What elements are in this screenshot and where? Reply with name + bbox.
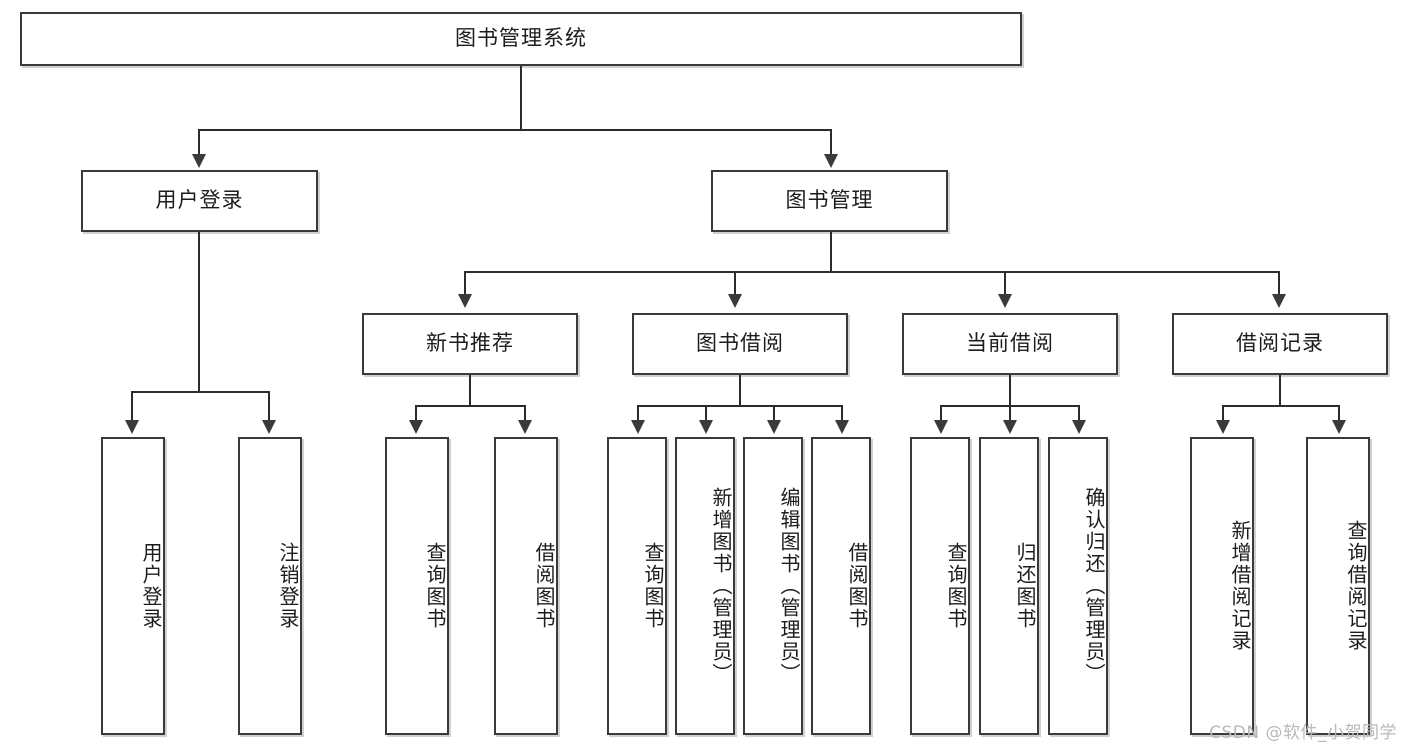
node-label: 新书推荐: [426, 331, 514, 356]
edge-root-to-user-login: [198, 129, 200, 157]
edge-cb-drop-1: [940, 405, 942, 421]
node-label: 用户登录: [139, 542, 163, 630]
edge-borrow-record-stem: [1279, 375, 1281, 406]
node-label: 查询图书: [641, 542, 665, 630]
edge-bb-drop-2: [705, 405, 707, 421]
leaf-query-book-borrow[interactable]: 查询图书: [607, 437, 667, 735]
edge-to-current-borrow: [1004, 271, 1006, 297]
node-label: 查询图书: [423, 542, 447, 630]
edge-user-login-drop-2: [268, 391, 270, 421]
arrowhead-new-book: [458, 294, 472, 308]
edge-user-login-drop-1: [131, 391, 133, 421]
node-label: 编辑图书（管理员）: [777, 487, 801, 685]
edge-user-login-bus: [131, 391, 268, 393]
node-label: 归还图书: [1013, 542, 1037, 630]
node-book-borrow[interactable]: 图书借阅: [632, 313, 848, 375]
edge-to-borrow-record: [1278, 271, 1280, 297]
edge-book-borrow-bus: [637, 405, 842, 407]
arrowhead-user-login: [192, 154, 206, 168]
arrowhead-current-borrow: [998, 294, 1012, 308]
edge-root-to-book-manage: [830, 129, 832, 157]
edge-new-book-stem: [469, 375, 471, 406]
arrowhead-cb-leaf-3: [1072, 420, 1086, 434]
arrowhead-nb-leaf-1: [409, 420, 423, 434]
node-label: 图书借阅: [696, 331, 784, 356]
edge-root-bus: [198, 129, 832, 131]
leaf-edit-book-admin[interactable]: 编辑图书（管理员）: [743, 437, 803, 735]
edge-book-manage-bus: [464, 271, 1280, 273]
node-label: 注销登录: [276, 542, 300, 630]
node-new-book-recommend[interactable]: 新书推荐: [362, 313, 578, 375]
arrowhead-bb-leaf-2: [699, 420, 713, 434]
edge-br-drop-2: [1338, 405, 1340, 421]
arrowhead-leaf-logout: [262, 420, 276, 434]
edge-bb-drop-1: [637, 405, 639, 421]
arrowhead-borrow-record: [1272, 294, 1286, 308]
leaf-logout[interactable]: 注销登录: [238, 437, 302, 735]
arrowhead-book-manage: [824, 154, 838, 168]
arrowhead-br-leaf-1: [1216, 420, 1230, 434]
node-current-borrow[interactable]: 当前借阅: [902, 313, 1118, 375]
edge-current-borrow-stem: [1009, 375, 1011, 406]
leaf-return-book[interactable]: 归还图书: [979, 437, 1039, 735]
edge-borrow-record-bus: [1222, 405, 1338, 407]
node-label: 借阅图书: [845, 542, 869, 630]
node-label: 新增借阅记录: [1228, 520, 1252, 652]
leaf-add-borrow-record[interactable]: 新增借阅记录: [1190, 437, 1254, 735]
node-label: 新增图书（管理员）: [709, 487, 733, 685]
edge-bb-drop-4: [841, 405, 843, 421]
leaf-query-book-current[interactable]: 查询图书: [910, 437, 970, 735]
arrowhead-cb-leaf-1: [934, 420, 948, 434]
edge-br-drop-1: [1222, 405, 1224, 421]
edge-new-book-drop-1: [415, 405, 417, 421]
arrowhead-bb-leaf-1: [631, 420, 645, 434]
arrowhead-nb-leaf-2: [518, 420, 532, 434]
edge-book-manage-stem: [830, 232, 832, 272]
arrowhead-book-borrow: [728, 294, 742, 308]
leaf-confirm-return-admin[interactable]: 确认归还（管理员）: [1048, 437, 1108, 735]
leaf-query-book-recommend[interactable]: 查询图书: [385, 437, 449, 735]
node-label: 用户登录: [155, 188, 244, 213]
leaf-borrow-book-recommend[interactable]: 借阅图书: [494, 437, 558, 735]
edge-new-book-drop-2: [524, 405, 526, 421]
node-label: 确认归还（管理员）: [1082, 487, 1106, 685]
node-book-manage[interactable]: 图书管理: [711, 170, 948, 232]
edge-cb-drop-3: [1078, 405, 1080, 421]
edge-book-borrow-stem: [739, 375, 741, 406]
arrowhead-br-leaf-2: [1332, 420, 1346, 434]
node-user-login[interactable]: 用户登录: [81, 170, 318, 232]
node-label: 查询借阅记录: [1344, 520, 1368, 652]
node-borrow-record[interactable]: 借阅记录: [1172, 313, 1388, 375]
edge-bb-drop-3: [773, 405, 775, 421]
node-root[interactable]: 图书管理系统: [20, 12, 1022, 66]
watermark: CSDN @软件_小贺同学: [1209, 723, 1397, 743]
arrowhead-cb-leaf-2: [1003, 420, 1017, 434]
edge-new-book-bus: [415, 405, 525, 407]
node-label: 查询图书: [944, 542, 968, 630]
node-label: 当前借阅: [966, 331, 1054, 356]
leaf-user-login[interactable]: 用户登录: [101, 437, 165, 735]
edge-root-stem: [520, 66, 522, 130]
leaf-add-book-admin[interactable]: 新增图书（管理员）: [675, 437, 735, 735]
edge-user-login-stem: [198, 232, 200, 392]
leaf-borrow-book[interactable]: 借阅图书: [811, 437, 871, 735]
node-label: 图书管理系统: [455, 26, 587, 51]
node-label: 图书管理: [785, 188, 874, 213]
leaf-query-borrow-record[interactable]: 查询借阅记录: [1306, 437, 1370, 735]
arrowhead-bb-leaf-3: [767, 420, 781, 434]
node-label: 借阅图书: [532, 542, 556, 630]
arrowhead-bb-leaf-4: [835, 420, 849, 434]
arrowhead-leaf-user-login: [125, 420, 139, 434]
node-label: 借阅记录: [1236, 331, 1324, 356]
edge-to-new-book: [464, 271, 466, 297]
edge-to-book-borrow: [734, 271, 736, 297]
edge-cb-drop-2: [1009, 405, 1011, 421]
